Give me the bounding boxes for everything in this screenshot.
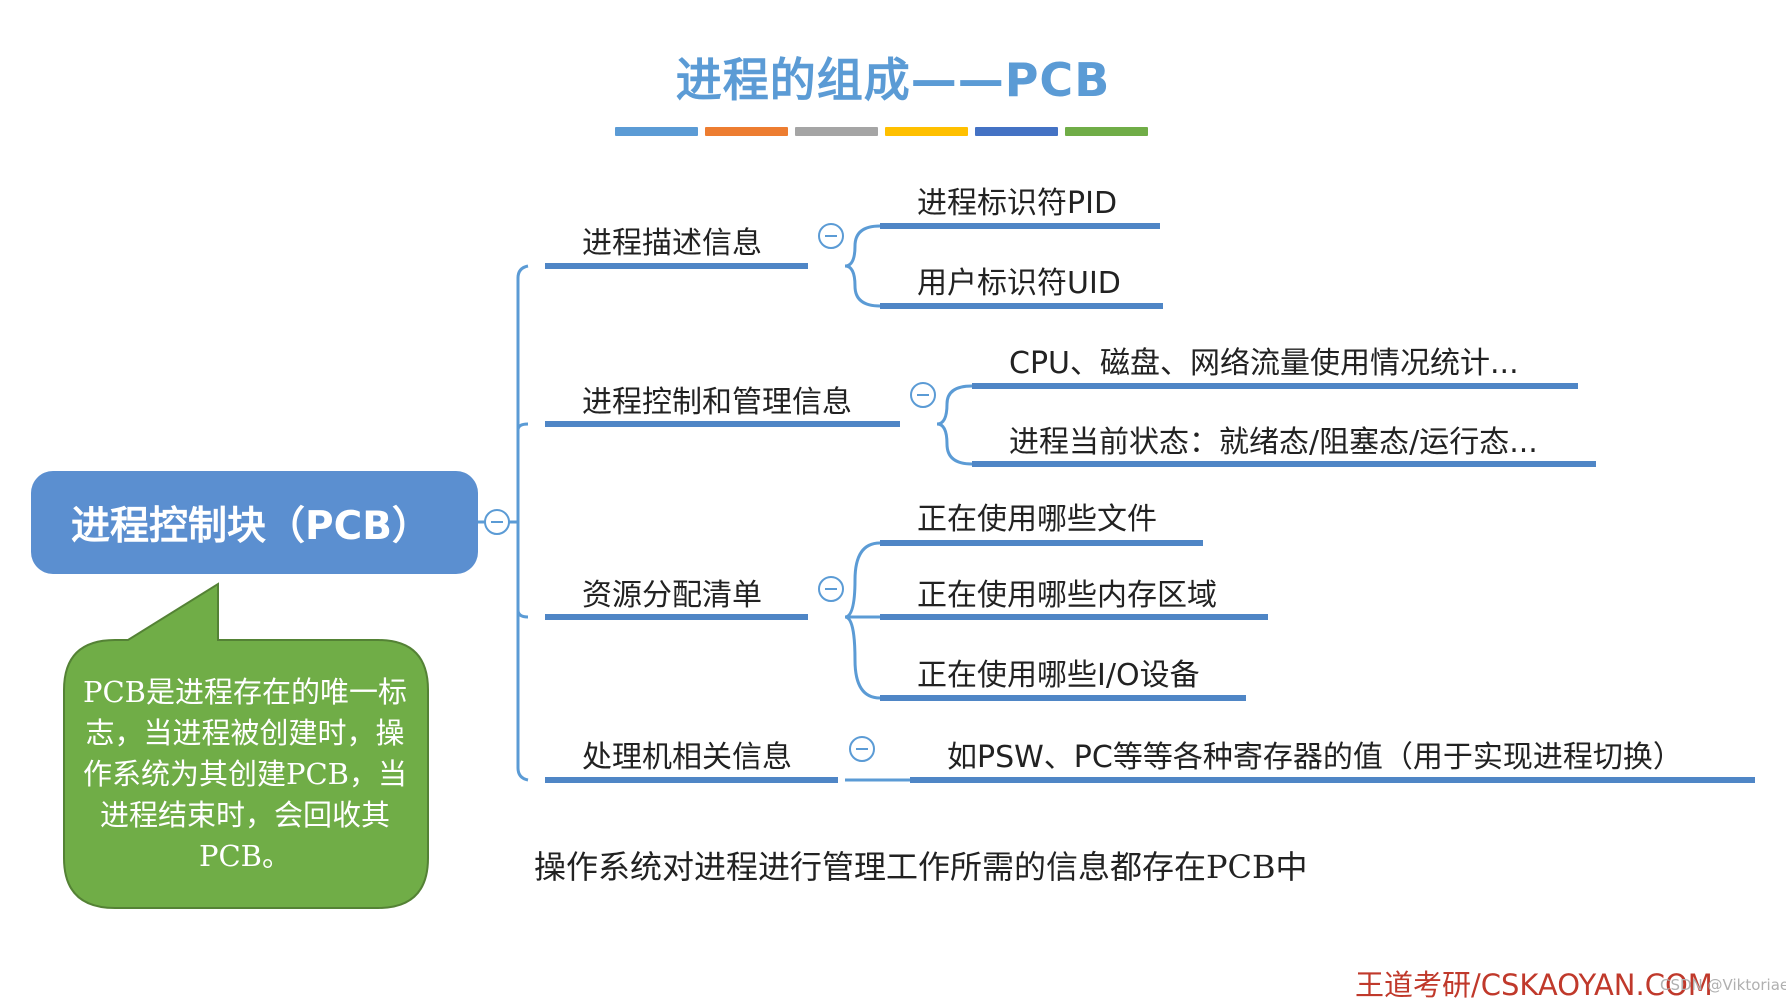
collapse-icon[interactable] [910, 382, 936, 408]
leaf-label[interactable]: CPU、磁盘、网络流量使用情况统计... [1009, 346, 1519, 381]
color-bar [615, 127, 1148, 136]
color-swatch [615, 127, 698, 136]
fork-3c [844, 615, 881, 700]
fork-2a [936, 384, 973, 426]
trunk-line [516, 264, 529, 782]
color-swatch [975, 127, 1058, 136]
fork-2b [936, 422, 973, 466]
branch-label[interactable]: 资源分配清单 [582, 578, 762, 613]
color-swatch [1065, 127, 1148, 136]
branch-label[interactable]: 进程描述信息 [582, 226, 762, 261]
collapse-icon[interactable] [818, 223, 844, 249]
page-title: 进程的组成——PCB [675, 53, 1111, 107]
leaf-label[interactable]: 进程标识符PID [917, 186, 1118, 221]
color-swatch [705, 127, 788, 136]
leaf-label[interactable]: 进程当前状态：就绪态/阻塞态/运行态... [1009, 425, 1538, 460]
fork-1b [844, 264, 881, 308]
root-node[interactable]: 进程控制块（PCB） [31, 471, 478, 574]
collapse-icon[interactable] [849, 736, 875, 762]
collapse-icon[interactable] [484, 509, 510, 535]
branch-label[interactable]: 处理机相关信息 [582, 740, 792, 775]
collapse-icon[interactable] [818, 576, 844, 602]
leaf-label[interactable]: 正在使用哪些内存区域 [917, 578, 1217, 613]
branch-label[interactable]: 进程控制和管理信息 [582, 385, 852, 420]
summary-text: 操作系统对进程进行管理工作所需的信息都存在PCB中 [534, 848, 1308, 886]
trunk-branch-2 [516, 422, 529, 431]
color-swatch [885, 127, 968, 136]
leaf-label[interactable]: 正在使用哪些I/O设备 [917, 658, 1200, 693]
leaf-label[interactable]: 用户标识符UID [917, 266, 1121, 301]
fork-1a [844, 224, 881, 268]
watermark: CSDN @Viktoriae [1660, 976, 1786, 994]
callout-text: PCB是进程存在的唯一标志，当进程被创建时，操作系统为其创建PCB，当进程结束时… [82, 675, 407, 873]
callout-bubble [63, 582, 429, 909]
trunk-branch-3 [516, 609, 529, 619]
color-swatch [795, 127, 878, 136]
fork-3a [844, 541, 881, 619]
leaf-label[interactable]: 正在使用哪些文件 [917, 502, 1157, 537]
leaf-label[interactable]: 如PSW、PC等等各种寄存器的值（用于实现进程切换） [947, 740, 1683, 775]
